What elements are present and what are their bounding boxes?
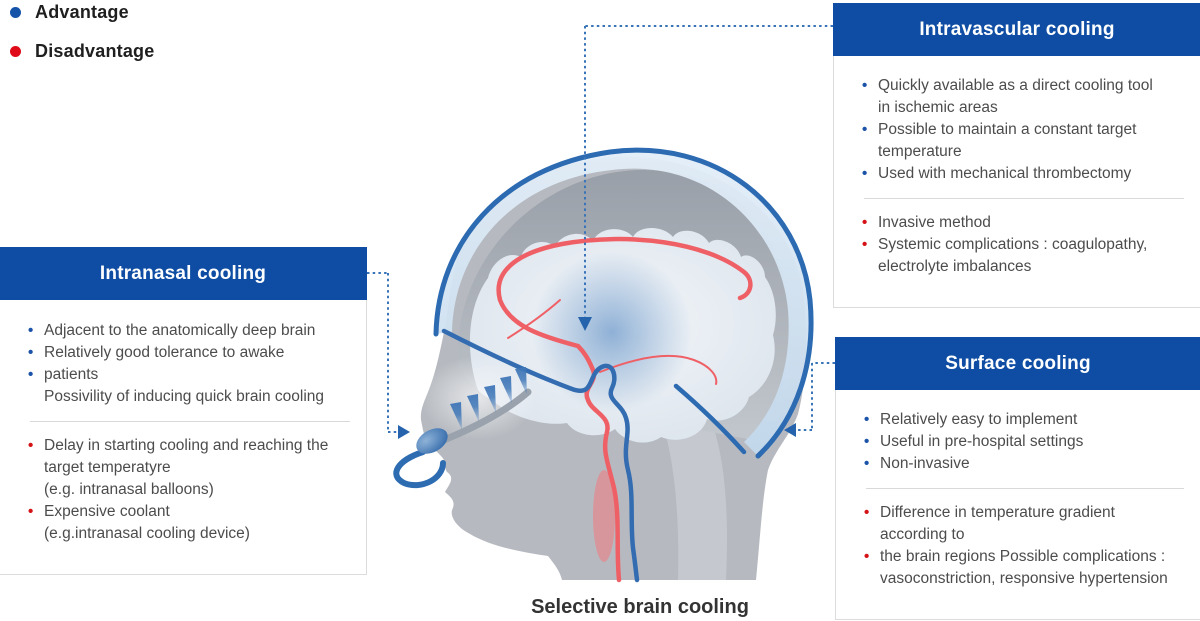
advantage-label: Advantage	[35, 1, 129, 22]
connector-surface	[797, 362, 835, 431]
disadvantage-label: Disadvantage	[35, 40, 155, 61]
advantage-item: • Useful in pre-hospital settings	[864, 431, 1188, 453]
legend: Advantage Disadvantage	[10, 0, 154, 63]
cooling-glow	[532, 252, 692, 412]
intranasal-title: Intranasal cooling	[0, 247, 367, 300]
advantage-dot-icon	[10, 6, 21, 18]
bullet-dot-disadvantage-icon: •	[28, 437, 34, 454]
intranasal-disadvantages: • Delay in starting cooling and reaching…	[28, 435, 354, 545]
bullet-dot-advantage-icon: •	[28, 344, 34, 361]
artery-branch-posterior	[599, 355, 718, 385]
bullet-dot-disadvantage-icon: •	[862, 236, 868, 253]
artery-main	[496, 236, 753, 583]
diagram-caption: Selective brain cooling	[531, 596, 749, 618]
legend-advantage: Advantage	[10, 0, 154, 24]
advantage-item: • Relatively easy to implement	[864, 409, 1188, 431]
intranasal-advantages: • Adjacent to the anatomically deep brai…	[28, 320, 354, 408]
surface-title: Surface cooling	[835, 337, 1200, 390]
advantage-item: • patients Possivility of inducing quick…	[28, 366, 325, 405]
legend-disadvantage: Disadvantage	[10, 39, 154, 63]
arrow-right-icon	[398, 425, 410, 439]
cooling-helmet-outline	[433, 147, 814, 459]
panel-divider	[30, 421, 350, 422]
bullet-dot-advantage-icon: •	[28, 366, 34, 383]
bullet-dot-disadvantage-icon: •	[862, 214, 868, 231]
advantage-item: • Quickly available as a direct cooling …	[862, 77, 1153, 116]
cooling-helmet-band	[436, 150, 812, 456]
intravascular-disadvantages: • Invasive method • Systemic complicatio…	[862, 212, 1188, 278]
spray-icon	[450, 367, 527, 430]
bullet-dot-advantage-icon: •	[862, 121, 868, 138]
panel-divider	[866, 488, 1184, 489]
arrow-left-icon	[784, 423, 796, 437]
advantage-item: • Adjacent to the anatomically deep brai…	[28, 320, 354, 342]
intravascular-body: • Quickly available as a direct cooling …	[834, 56, 1200, 278]
bullet-dot-advantage-icon: •	[864, 455, 870, 472]
disadvantage-item: • Difference in temperature gradient acc…	[864, 504, 1115, 543]
intravascular-advantages: • Quickly available as a direct cooling …	[862, 75, 1188, 185]
nasal-catheter	[393, 367, 532, 489]
advantage-item: • Used with mechanical thrombectomy	[862, 163, 1188, 185]
panel-divider	[864, 198, 1184, 199]
intravascular-title: Intravascular cooling	[833, 3, 1200, 56]
arrow-down-icon	[578, 317, 592, 331]
connector-intravascular	[584, 25, 833, 318]
panel-intranasal-cooling: Intranasal cooling • Adjacent to the ana…	[0, 247, 367, 575]
panel-intravascular-cooling: Intravascular cooling • Quickly availabl…	[833, 3, 1200, 308]
catheter-loop	[393, 449, 446, 489]
connector-intranasal	[367, 272, 397, 433]
surface-disadvantages: • Difference in temperature gradient acc…	[864, 502, 1188, 590]
disadvantage-dot-icon	[10, 45, 21, 57]
advantage-item: • Relatively good tolerance to awake	[28, 342, 354, 364]
artery-warm-glow	[593, 470, 615, 562]
disadvantage-item: • Expensive coolant (e.g.intranasal cool…	[28, 503, 250, 542]
balloon-tip	[416, 428, 448, 454]
vein-main	[441, 328, 640, 583]
bullet-dot-disadvantage-icon: •	[864, 504, 870, 521]
advantage-item: • Non-invasive	[864, 453, 1188, 475]
artery-branch-frontal	[507, 299, 561, 339]
disadvantage-item: • Delay in starting cooling and reaching…	[28, 437, 329, 498]
disadvantage-item: • the brain regions Possible complicatio…	[864, 548, 1168, 587]
helmet-back-edge	[673, 383, 747, 455]
intranasal-body: • Adjacent to the anatomically deep brai…	[0, 300, 366, 545]
bullet-dot-advantage-icon: •	[862, 77, 868, 94]
bullet-dot-advantage-icon: •	[864, 433, 870, 450]
bullet-dot-advantage-icon: •	[862, 165, 868, 182]
bullet-dot-disadvantage-icon: •	[864, 548, 870, 565]
advantage-item: • Possible to maintain a constant target…	[862, 121, 1137, 160]
disadvantage-item: • Systemic complications : coagulopathy,…	[862, 236, 1148, 275]
surface-advantages: • Relatively easy to implement • Useful …	[864, 409, 1188, 475]
panel-surface-cooling: Surface cooling • Relatively easy to imp…	[835, 337, 1200, 620]
bullet-dot-disadvantage-icon: •	[28, 503, 34, 520]
surface-body: • Relatively easy to implement • Useful …	[836, 390, 1200, 590]
bullet-dot-advantage-icon: •	[864, 411, 870, 428]
disadvantage-item: • Invasive method	[862, 212, 1188, 234]
bullet-dot-advantage-icon: •	[28, 322, 34, 339]
